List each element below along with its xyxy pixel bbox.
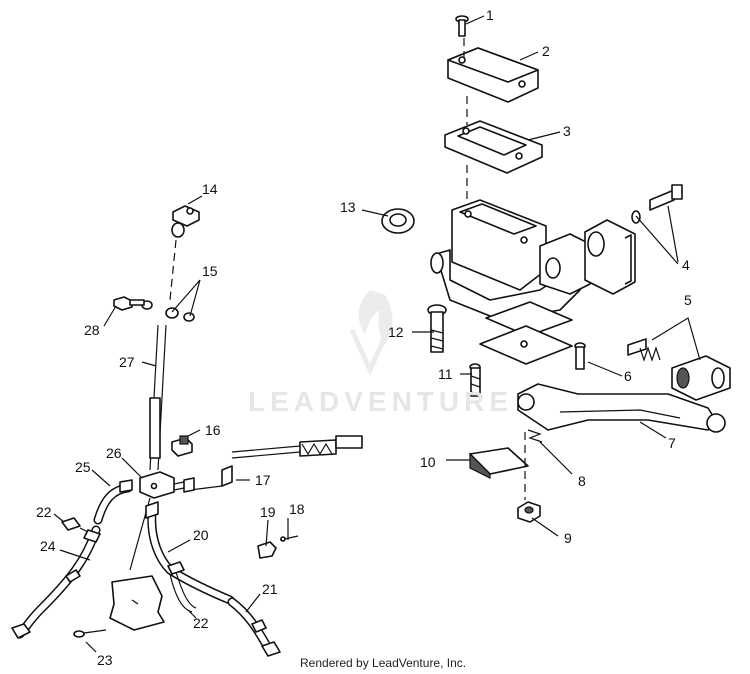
leader-lines	[53, 15, 701, 653]
screw-part-1	[455, 15, 469, 37]
callout-14: 14	[202, 181, 218, 197]
footer-credit: Rendered by LeadVenture, Inc.	[300, 656, 467, 670]
callout-22-left: 22	[36, 504, 52, 520]
callout-9: 9	[564, 530, 572, 546]
switch-part-16	[171, 435, 193, 457]
guard-part-23	[109, 575, 165, 631]
callout-12: 12	[388, 324, 404, 340]
callout-21: 21	[262, 581, 278, 597]
brake-line-part-27	[149, 324, 167, 471]
callout-27: 27	[119, 354, 135, 370]
callout-19: 19	[260, 504, 276, 520]
switch-part-10	[469, 447, 529, 479]
callout-26: 26	[106, 445, 122, 461]
grommet-part-19	[257, 541, 277, 559]
callout-8: 8	[578, 473, 586, 489]
screw-part-23	[73, 629, 107, 638]
washers-part-15	[141, 300, 195, 322]
callout-22-right: 22	[193, 615, 209, 631]
clip-part-18	[279, 535, 299, 542]
callout-2: 2	[542, 43, 550, 59]
pin-part-6	[574, 342, 586, 370]
callout-11: 11	[438, 366, 453, 382]
callout-13: 13	[340, 199, 356, 215]
callout-18: 18	[289, 501, 305, 517]
clamp-part-4	[584, 219, 636, 295]
callout-24: 24	[40, 538, 56, 554]
diaphragm-part-3	[444, 120, 543, 174]
callout-23: 23	[97, 652, 113, 668]
watermark-text: LEADVENTURE	[248, 386, 514, 417]
leadventure-logo-watermark	[349, 290, 393, 377]
brake-hose-part-21	[227, 597, 281, 657]
callout-1: 1	[486, 7, 494, 23]
tee-fitting-part-14	[171, 205, 200, 238]
callout-5: 5	[684, 292, 692, 308]
seal-part-13	[381, 208, 415, 234]
pivot-bolt-part-12	[427, 304, 447, 353]
junction-block-part-26	[139, 471, 195, 499]
callout-4: 4	[682, 257, 690, 273]
callout-28: 28	[84, 322, 100, 338]
brake-hose-part-20	[145, 501, 235, 605]
nut-part-9	[517, 501, 541, 523]
callout-6: 6	[624, 368, 632, 384]
lever-part-7	[517, 383, 726, 433]
callout-10: 10	[420, 454, 436, 470]
callout-15: 15	[202, 263, 218, 279]
cover-part-2	[447, 47, 539, 103]
callout-20: 20	[193, 527, 209, 543]
callout-17: 17	[255, 472, 271, 488]
spring-part-8	[527, 429, 543, 443]
brake-hose-part-17	[189, 435, 363, 491]
callout-7: 7	[668, 435, 676, 451]
brake-hose-part-24	[11, 525, 101, 639]
bolt-part-28	[113, 296, 145, 311]
clamp-bolt-part-4	[631, 184, 683, 224]
callout-25: 25	[75, 459, 91, 475]
master-cylinder-body	[430, 199, 591, 365]
clamp-part-22-left	[61, 517, 101, 543]
callout-3: 3	[563, 123, 571, 139]
callout-16: 16	[205, 422, 221, 438]
brake-hose-part-25	[93, 479, 133, 525]
screw-part-11	[469, 363, 481, 397]
piston-kit-part-5	[627, 338, 731, 401]
